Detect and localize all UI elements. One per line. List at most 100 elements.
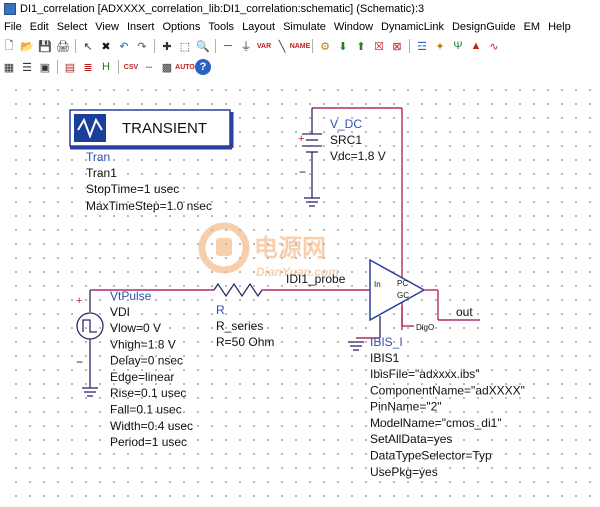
vtpulse-param: Edge=linear [110, 370, 174, 384]
watermark: 电源网 DianYuan.com [198, 222, 339, 279]
delete-icon[interactable]: ✖ [101, 40, 111, 53]
menu-window[interactable]: Window [333, 20, 374, 33]
deactivate-icon[interactable]: ☒ [374, 40, 384, 53]
yield-icon[interactable]: Ψ [453, 40, 463, 52]
var-icon[interactable]: VAR [256, 42, 272, 50]
toolbar-separator [75, 39, 76, 53]
resistor-zigzag[interactable] [213, 282, 263, 298]
tran-type: Tran [86, 150, 110, 164]
vtpulse-param: Fall=0.1 usec [110, 403, 182, 417]
menu-tools[interactable]: Tools [208, 20, 235, 33]
menu-options[interactable]: Options [162, 20, 201, 33]
menu-layout[interactable]: Layout [242, 20, 276, 33]
wire-label-icon[interactable]: ╲ [278, 40, 286, 53]
open-icon[interactable]: 📂 [20, 40, 34, 53]
grid-icon[interactable]: ▦ [3, 61, 15, 74]
vtpulse-param: Vhigh=1.8 V [110, 337, 176, 351]
ibis-pin-digo: DigO [416, 323, 434, 332]
ibis-pin-in: In [374, 280, 381, 289]
schematic-drawing[interactable]: 电源网 DianYuan.com TRANSIENT Tran Tran1 St… [6, 80, 598, 505]
vdc-source[interactable]: + − V_DC SRC1 Vdc=1.8 V [298, 107, 403, 330]
menu-em[interactable]: EM [523, 20, 541, 33]
wire-icon[interactable]: ─ [224, 40, 232, 52]
short-icon[interactable]: ⊠ [392, 40, 402, 53]
zoom-area-icon[interactable]: ⬚ [179, 40, 191, 53]
menu-select[interactable]: Select [56, 20, 88, 33]
vtpulse-param: Rise=0.1 usec [110, 386, 186, 400]
help-icon[interactable]: ? [195, 59, 211, 75]
pop-icon[interactable]: ⬆ [356, 40, 366, 53]
print-icon[interactable]: 🖨 [56, 40, 70, 53]
simulate-icon[interactable]: ⚙ [320, 40, 330, 53]
select-icon[interactable]: ↖ [83, 40, 93, 53]
watermark-plug-body [216, 238, 232, 256]
vdc-name: V_DC [330, 117, 362, 131]
vtpulse-param: Delay=0 nsec [110, 354, 183, 368]
vdc-param: Vdc=1.8 V [330, 149, 386, 163]
menu-insert[interactable]: Insert [126, 20, 155, 33]
move-icon[interactable]: ✚ [162, 40, 172, 53]
tune-icon[interactable]: ☲ [417, 40, 427, 53]
push-icon[interactable]: ⬇ [338, 40, 348, 53]
transient-controller[interactable]: TRANSIENT Tran Tran1 StopTime=1 usec Max… [69, 109, 234, 213]
resistor-r-series[interactable]: R R_series R=50 Ohm IDI1_probe [213, 272, 370, 349]
generate-icon[interactable]: ▲ [470, 40, 482, 52]
schematic-canvas[interactable]: 电源网 DianYuan.com TRANSIENT Tran Tran1 St… [6, 80, 598, 505]
highlight-icon[interactable]: H [102, 61, 110, 73]
pulse-minus-mark: − [76, 355, 83, 369]
ibis-param: IbisFile="adxxxx.ibs" [370, 367, 480, 381]
name-icon[interactable]: NAME [289, 42, 311, 50]
new-icon[interactable]: 🗋 [4, 39, 14, 52]
netlist-icon[interactable]: ≣ [83, 61, 93, 74]
toolbar-separator [118, 60, 119, 74]
wire-tool-icon[interactable]: ┄ [145, 61, 153, 74]
menu-dynamiclink[interactable]: DynamicLink [381, 20, 444, 33]
pattern-icon[interactable]: ▩ [161, 61, 173, 74]
ibis-param: SetAllData=yes [370, 432, 452, 446]
vdc-plus-mark: + [298, 133, 304, 145]
menu-edit[interactable]: Edit [29, 20, 49, 33]
symbol-icon[interactable]: ▣ [39, 61, 51, 74]
undo-icon[interactable]: ↶ [119, 40, 129, 53]
ibis-triangle[interactable] [369, 258, 426, 322]
watermark-plug-icon [198, 222, 250, 274]
toolbar-separator [154, 39, 155, 53]
window-title: DI1_correlation [ADXXXX_correlation_lib:… [20, 3, 425, 15]
menu-file[interactable]: File [4, 20, 22, 33]
optimize-icon[interactable]: ✦ [435, 40, 445, 53]
schematic-icon[interactable]: ▤ [64, 61, 76, 74]
redo-icon[interactable]: ↷ [137, 40, 147, 53]
ground-icon[interactable]: ⏚ [240, 41, 252, 53]
transient-label: TRANSIENT [122, 120, 207, 137]
save-icon[interactable]: 💾 [38, 40, 52, 53]
vdc-instance: SRC1 [330, 133, 362, 147]
vtpulse-name: VtPulse [110, 289, 152, 303]
toolbar-separator [57, 60, 58, 74]
vtpulse-param: Width=0.4 usec [110, 419, 193, 433]
menu-simulate[interactable]: Simulate [283, 20, 326, 33]
title-bar: DI1_correlation [ADXXXX_correlation_lib:… [0, 0, 600, 18]
zoom-icon[interactable]: 🔍 [196, 40, 210, 53]
ibis-pin-gc: GC [397, 291, 409, 300]
ibis-param: UsePkg=yes [370, 465, 438, 479]
menu-help[interactable]: Help [548, 20, 571, 33]
layers-icon[interactable]: ☰ [22, 61, 32, 74]
vtpulse-param: Vlow=0 V [110, 321, 161, 335]
tran-instance: Tran1 [86, 166, 117, 180]
tran-maxstep: MaxTimeStep=1.0 nsec [86, 199, 212, 213]
ibis-params: IbisFile="adxxxx.ibs"ComponentName="adXX… [370, 367, 525, 479]
toolbar-separator [312, 39, 313, 53]
ibis-buffer[interactable]: In PC GC DigO out IBIS_I IBIS1 IbisFile=… [348, 258, 525, 479]
ibis-instance: IBIS1 [370, 351, 400, 365]
data-display-icon[interactable]: ∿ [489, 40, 499, 53]
ibis-param: ModelName="cmos_di1" [370, 416, 502, 430]
ibis-name: IBIS_I [370, 335, 403, 349]
menu-view[interactable]: View [95, 20, 119, 33]
resistor-instance: R_series [216, 319, 263, 333]
ibis-param: DataTypeSelector=Typ [370, 449, 492, 463]
csv-icon[interactable]: CSV [123, 63, 139, 71]
menu-designguide[interactable]: DesignGuide [451, 20, 516, 33]
auto-icon[interactable]: AUTO [175, 63, 195, 71]
vtpulse-params: Vlow=0 V Vhigh=1.8 V Delay=0 nsecEdge=line… [110, 321, 193, 449]
